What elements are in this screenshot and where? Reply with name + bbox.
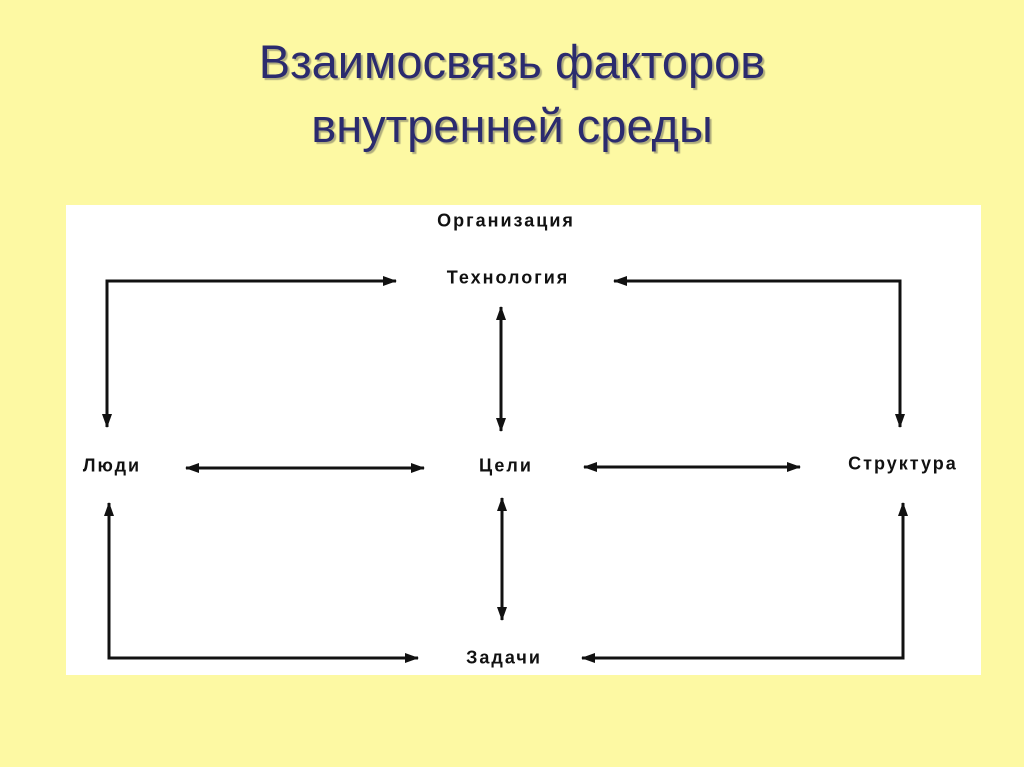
node-technology: Технология	[446, 267, 570, 288]
diagram-connectors	[102, 276, 908, 663]
slide-title: Взаимосвязь факторов внутренней среды	[0, 30, 1024, 158]
diagram-header: Организация	[437, 210, 575, 231]
slide-title-line-2: внутренней среды	[311, 99, 713, 152]
edge-people-technology	[102, 276, 397, 428]
node-goals: Цели	[479, 455, 533, 476]
diagram-panel: Организация Технология Люди Цели Структу…	[66, 205, 981, 675]
edge-structure-tasks	[581, 502, 908, 663]
edge-people-tasks	[104, 502, 419, 663]
slide-title-line-1: Взаимосвязь факторов	[258, 35, 766, 88]
node-tasks: Задачи	[466, 647, 542, 668]
edge-structure-technology	[613, 276, 905, 428]
node-people: Люди	[82, 455, 142, 476]
node-structure: Структура	[848, 453, 958, 474]
